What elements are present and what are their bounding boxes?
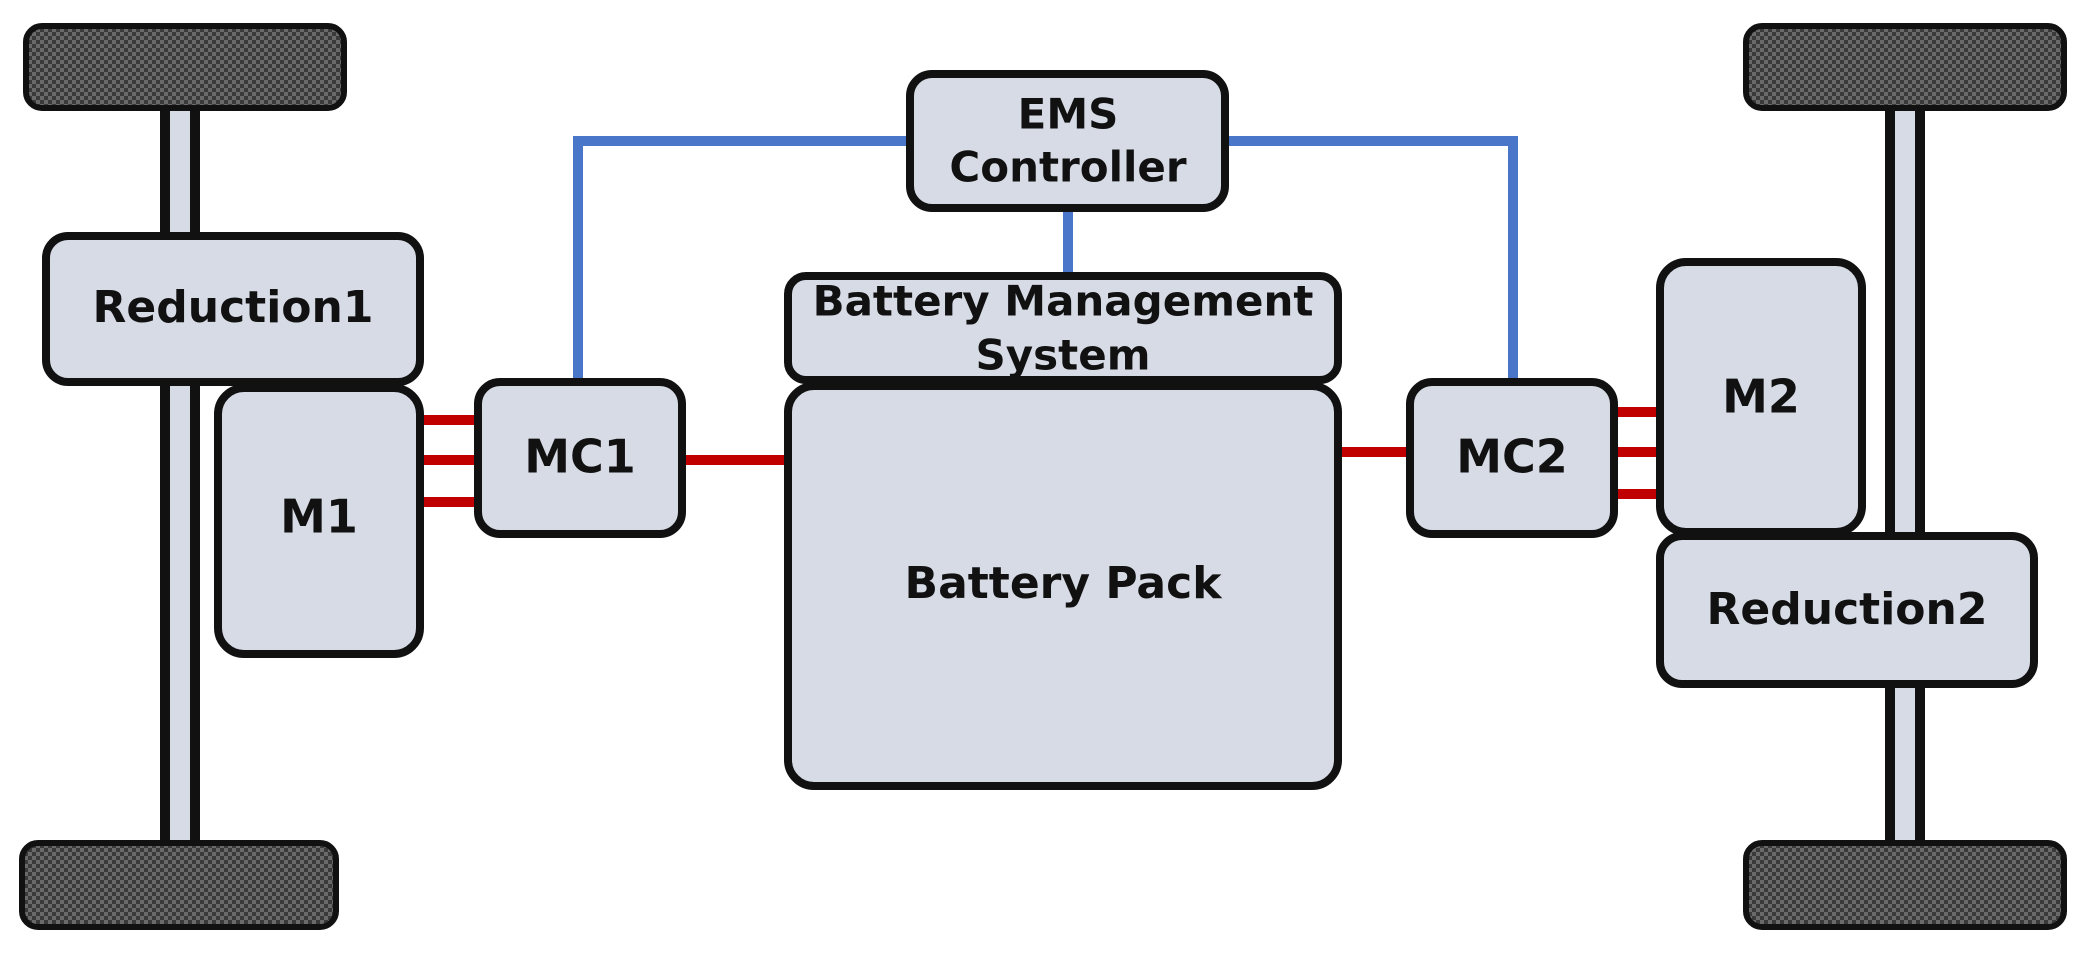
bms-box: Battery Management System [784,272,1342,384]
rear-left-wheel [19,840,339,930]
battery-pack-box: Battery Pack [784,382,1342,790]
ems-to-mc2-line [1225,136,1518,386]
signal-lines [573,136,1518,386]
power-lines [418,407,1664,507]
motor2-box: M2 [1656,258,1866,536]
rear-right-wheel [1743,840,2067,930]
motor1-label: M1 [280,490,358,544]
motor1-box: M1 [214,384,424,658]
mc1-label: MC1 [524,430,636,484]
reduction2-box: Reduction2 [1656,532,2038,688]
front-right-wheel [1743,23,2067,111]
left-axle [160,100,200,850]
front-left-wheel [23,23,347,111]
ems-to-mc1-line [573,136,910,386]
reduction1-box: Reduction1 [42,232,424,386]
ems-label-line2: Controller [949,143,1187,192]
ems-label-line1: EMS [1018,90,1119,139]
reduction1-label: Reduction1 [93,282,374,333]
motor2-label: M2 [1722,370,1800,424]
bms-label-line1: Battery Management [813,277,1314,326]
battery-pack-label: Battery Pack [905,558,1224,609]
bms-label-line2: System [976,331,1151,380]
mc2-label: MC2 [1456,430,1568,484]
mc2-box: MC2 [1406,378,1618,538]
right-axle [1885,100,1925,850]
mc1-box: MC1 [474,378,686,538]
reduction2-label: Reduction2 [1707,584,1988,635]
ems-controller-box: EMS Controller [906,70,1229,212]
